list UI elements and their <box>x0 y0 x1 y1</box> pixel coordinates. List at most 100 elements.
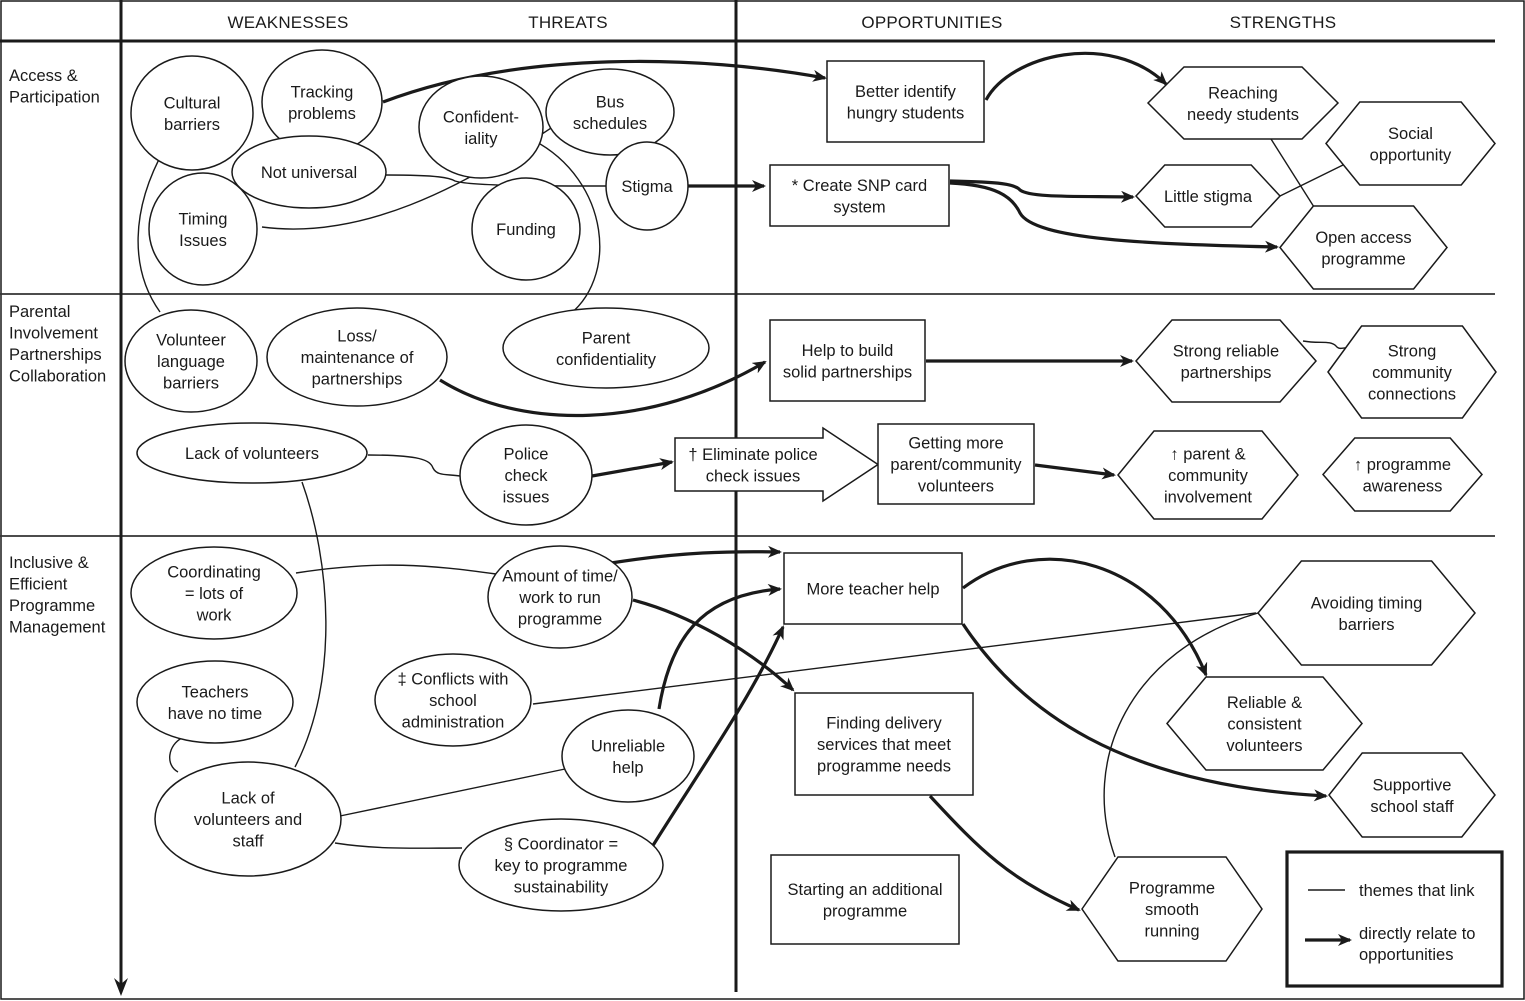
node-coordkey: § Coordinator =key to programmesustainab… <box>458 818 664 912</box>
direct-arrow-amount-to-finding <box>632 598 795 692</box>
node-label: Amount of time/ <box>502 568 618 586</box>
opportunity-box <box>794 692 974 796</box>
node-label: consistent <box>1227 716 1302 734</box>
node-label: Open access <box>1315 229 1411 247</box>
node-label: community <box>1168 467 1249 485</box>
node-label: Coordinating <box>167 564 261 582</box>
node-label: ↑ programme <box>1354 456 1451 474</box>
node-label: Supportive <box>1373 776 1452 794</box>
links <box>137 51 1353 912</box>
node-label: services that meet <box>817 736 951 754</box>
node-label: Help to build <box>802 342 894 360</box>
node-label: Parent <box>582 329 631 347</box>
threat-ellipse <box>459 424 593 526</box>
weakness-ellipse <box>136 660 294 744</box>
theme-link-lackvol-to-police <box>367 454 461 477</box>
direct-arrow-loss-to-helpbuild <box>439 360 767 418</box>
node-funding: Funding <box>471 177 581 281</box>
node-label: needy students <box>1187 106 1299 124</box>
direct-arrow-police-to-eliminate <box>591 458 674 478</box>
threat-ellipse <box>545 68 675 156</box>
node-label: parent/community <box>890 456 1022 474</box>
node-label: programme <box>823 902 907 920</box>
node-label: Programme <box>1129 880 1215 898</box>
threat-ellipse <box>458 818 664 912</box>
node-label: Lack of <box>221 790 275 808</box>
node-label: Tracking <box>291 83 354 101</box>
theme-link-cultural-to-vollang <box>137 147 166 313</box>
theme-link-strongrel-to-strongcomm <box>1302 340 1353 350</box>
node-label: Better identify <box>855 83 957 101</box>
strength-hexagon <box>1146 66 1340 140</box>
theme-link-lackvolstaff-to-unreliable <box>339 768 566 817</box>
strength-hexagon <box>1328 752 1496 838</box>
threat-ellipse <box>502 307 710 389</box>
node-label: Unreliable <box>591 737 665 755</box>
node-label: awareness <box>1363 477 1443 495</box>
node-label: system <box>833 198 885 216</box>
node-label: running <box>1144 923 1199 941</box>
node-label: volunteers <box>1226 737 1302 755</box>
node-parentconf: Parent confidentiality <box>502 307 710 389</box>
column-header-strengths: STRENGTHS <box>1230 13 1337 32</box>
node-label: Police <box>504 446 549 464</box>
node-label: † Eliminate police <box>688 446 817 464</box>
legend-theme-label: themes that link <box>1359 882 1475 900</box>
node-label: barriers <box>164 116 220 134</box>
opportunity-box <box>877 423 1035 505</box>
opportunity-box <box>769 319 926 402</box>
node-label: volunteers and <box>194 811 302 829</box>
direct-arrow-snp-to-openaccess <box>949 181 1279 253</box>
node-label: iality <box>464 130 498 148</box>
threat-ellipse <box>471 177 581 281</box>
node-stigma: Stigma <box>605 141 689 231</box>
threat-ellipse <box>561 709 695 803</box>
direct-arrow-tracking-to-better <box>382 59 827 104</box>
theme-link-teachers-to-lackvolstaff <box>169 737 183 773</box>
weakness-ellipse <box>266 307 448 407</box>
node-label: confidentiality <box>556 351 657 369</box>
node-label: connections <box>1368 386 1456 404</box>
node-label: issues <box>503 489 550 507</box>
node-label: Timing <box>179 210 228 228</box>
row-label-inclusive: Management <box>9 619 106 637</box>
node-label: Stigma <box>621 178 673 196</box>
weakness-ellipse <box>136 422 368 484</box>
theme-link-lackvol-to-lackvolstaff <box>294 481 327 768</box>
opportunity-box <box>769 164 950 227</box>
column-header-threats: THREATS <box>528 13 607 32</box>
node-label: partnerships <box>312 371 403 389</box>
node-littlestigma: Little stigma <box>1134 164 1282 228</box>
node-label: Social <box>1388 125 1433 143</box>
strength-hexagon <box>1134 164 1282 228</box>
node-label: Not universal <box>261 164 357 182</box>
strength-hexagon <box>1135 319 1317 403</box>
direct-arrow-moreteacher-to-supportive <box>961 623 1328 802</box>
node-label: volunteers <box>918 478 994 496</box>
direct-arrow-moreteacher-to-reliable <box>962 557 1208 677</box>
node-label: have no time <box>168 705 262 723</box>
node-lackvol: Lack of volunteers <box>136 422 368 484</box>
opportunity-box <box>770 854 960 945</box>
theme-link-lackvolstaff-to-coordkey <box>334 842 463 849</box>
node-label: = lots of <box>185 585 244 603</box>
node-moreteacher: More teacher help <box>783 552 963 625</box>
strength-hexagon <box>1166 676 1363 771</box>
